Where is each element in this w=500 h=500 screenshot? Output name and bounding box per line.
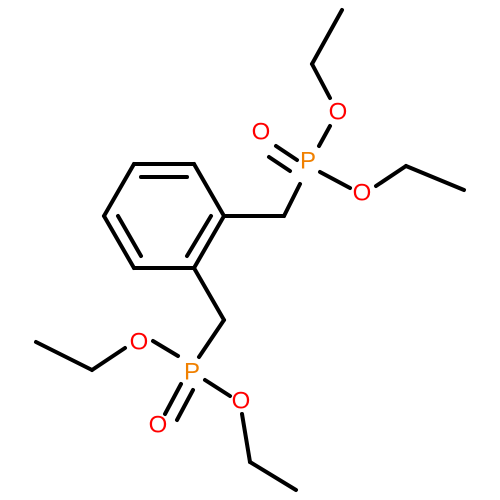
bond-p-o <box>151 339 180 358</box>
oxygen-atom-label: O <box>252 119 271 146</box>
bond-p-o <box>203 378 232 398</box>
bond-ch2-ch3 <box>34 340 94 372</box>
bond-ch2-p <box>282 182 302 218</box>
bond-p-o-double <box>163 382 183 416</box>
bond-p-o <box>318 170 352 190</box>
bond-p-o <box>317 124 332 148</box>
bond-ch2-p <box>197 318 226 359</box>
phosphorus-atom-label: P <box>184 359 200 386</box>
oxygen-atom-label: O <box>232 388 251 415</box>
lower-phosphonate <box>34 266 298 492</box>
oxygen-atom-label: O <box>130 329 149 356</box>
bond-o-ch2 <box>374 164 408 188</box>
bond-o-ch2 <box>310 62 332 100</box>
ring-bond <box>192 162 226 218</box>
oxygen-atom-label: O <box>149 412 168 439</box>
bond-ch2-ch3 <box>248 460 298 492</box>
oxygen-atom-label: O <box>353 180 372 207</box>
atom-labels: P O O O P O O O <box>130 99 372 439</box>
ring-double-bond-inner <box>116 214 143 258</box>
bond-p-o-double <box>267 155 292 173</box>
ring-bond <box>102 214 136 270</box>
bond-p-o-double <box>175 388 195 422</box>
ring-bond <box>192 214 226 270</box>
bond-o-ch2 <box>240 412 252 464</box>
oxygen-atom-label: O <box>329 99 348 126</box>
bond-ch2-ch3 <box>310 8 344 66</box>
benzene-ring <box>102 162 226 270</box>
bond-p-o-double <box>274 144 299 162</box>
bond-o-ch2 <box>90 346 127 372</box>
phosphorus-atom-label: P <box>300 148 316 175</box>
ring-double-bond-inner <box>185 214 213 258</box>
ring-bond <box>102 162 136 218</box>
bond-ring-ch2 <box>192 266 226 322</box>
upper-phosphonate <box>222 8 466 218</box>
bond-ch2-ch3 <box>404 164 466 192</box>
